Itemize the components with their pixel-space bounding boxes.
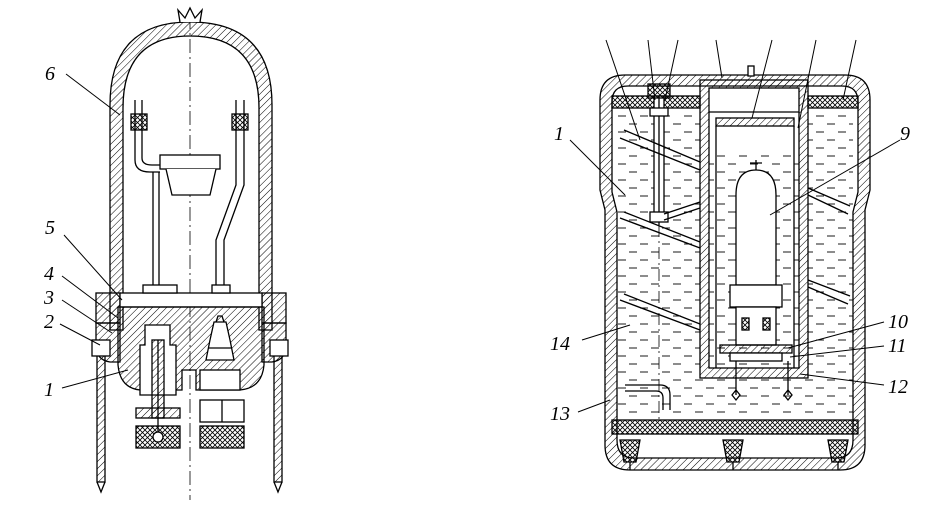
label-right-12: 12 [888, 376, 908, 398]
foot-center [722, 439, 744, 463]
left-labels: 6 5 4 3 2 1 [43, 63, 55, 401]
lead-left [134, 100, 160, 173]
lamp-9 [735, 169, 777, 286]
label-right-10: 10 [888, 311, 908, 333]
side-pin-right [273, 351, 283, 483]
tank-wall [599, 74, 871, 471]
flange-right [261, 292, 287, 324]
feedthrough-nut-right [199, 369, 241, 391]
right-leaders [569, 39, 901, 413]
lead-left-cap [130, 113, 148, 131]
foot-left [619, 439, 641, 463]
label-right-14: 14 [550, 333, 570, 355]
side-pin-left [96, 351, 106, 483]
label-left-2: 2 [44, 311, 54, 333]
label-left-1: 1 [44, 379, 54, 401]
label-left-6: 6 [45, 63, 55, 85]
label-left-5: 5 [45, 217, 55, 239]
foot-right [827, 439, 849, 463]
left-leaders [59, 73, 129, 389]
right-labels: 1 9 14 10 11 12 13 [550, 123, 910, 425]
lamp-base [729, 284, 783, 308]
cathode-body [165, 168, 217, 196]
block-right [199, 425, 245, 449]
bottom-insulation [611, 419, 859, 435]
inner-top-cap [715, 117, 795, 127]
left-assembly [91, 6, 289, 500]
label-right-9: 9 [900, 123, 910, 145]
feedthrough-right [205, 321, 235, 361]
flange-left [95, 292, 121, 324]
socket-11 [729, 352, 783, 362]
top-insulation-right [807, 95, 859, 109]
cathode-head [159, 154, 221, 170]
stem-plate [119, 292, 263, 308]
label-left-3: 3 [43, 287, 54, 309]
label-left-4: 4 [44, 263, 54, 285]
right-assembly [599, 65, 871, 471]
lead-right [215, 100, 245, 285]
drain-pipe [625, 384, 671, 410]
label-right-13: 13 [550, 403, 570, 425]
cooling-pipes [619, 129, 851, 410]
exhaust-tip [176, 6, 204, 23]
label-right-1: 1 [554, 123, 564, 145]
oil-fill [617, 108, 853, 418]
washer-left [135, 407, 181, 419]
socket-plate-10 [719, 344, 793, 354]
label-right-11: 11 [888, 335, 907, 357]
lead-right-cap [231, 113, 249, 131]
